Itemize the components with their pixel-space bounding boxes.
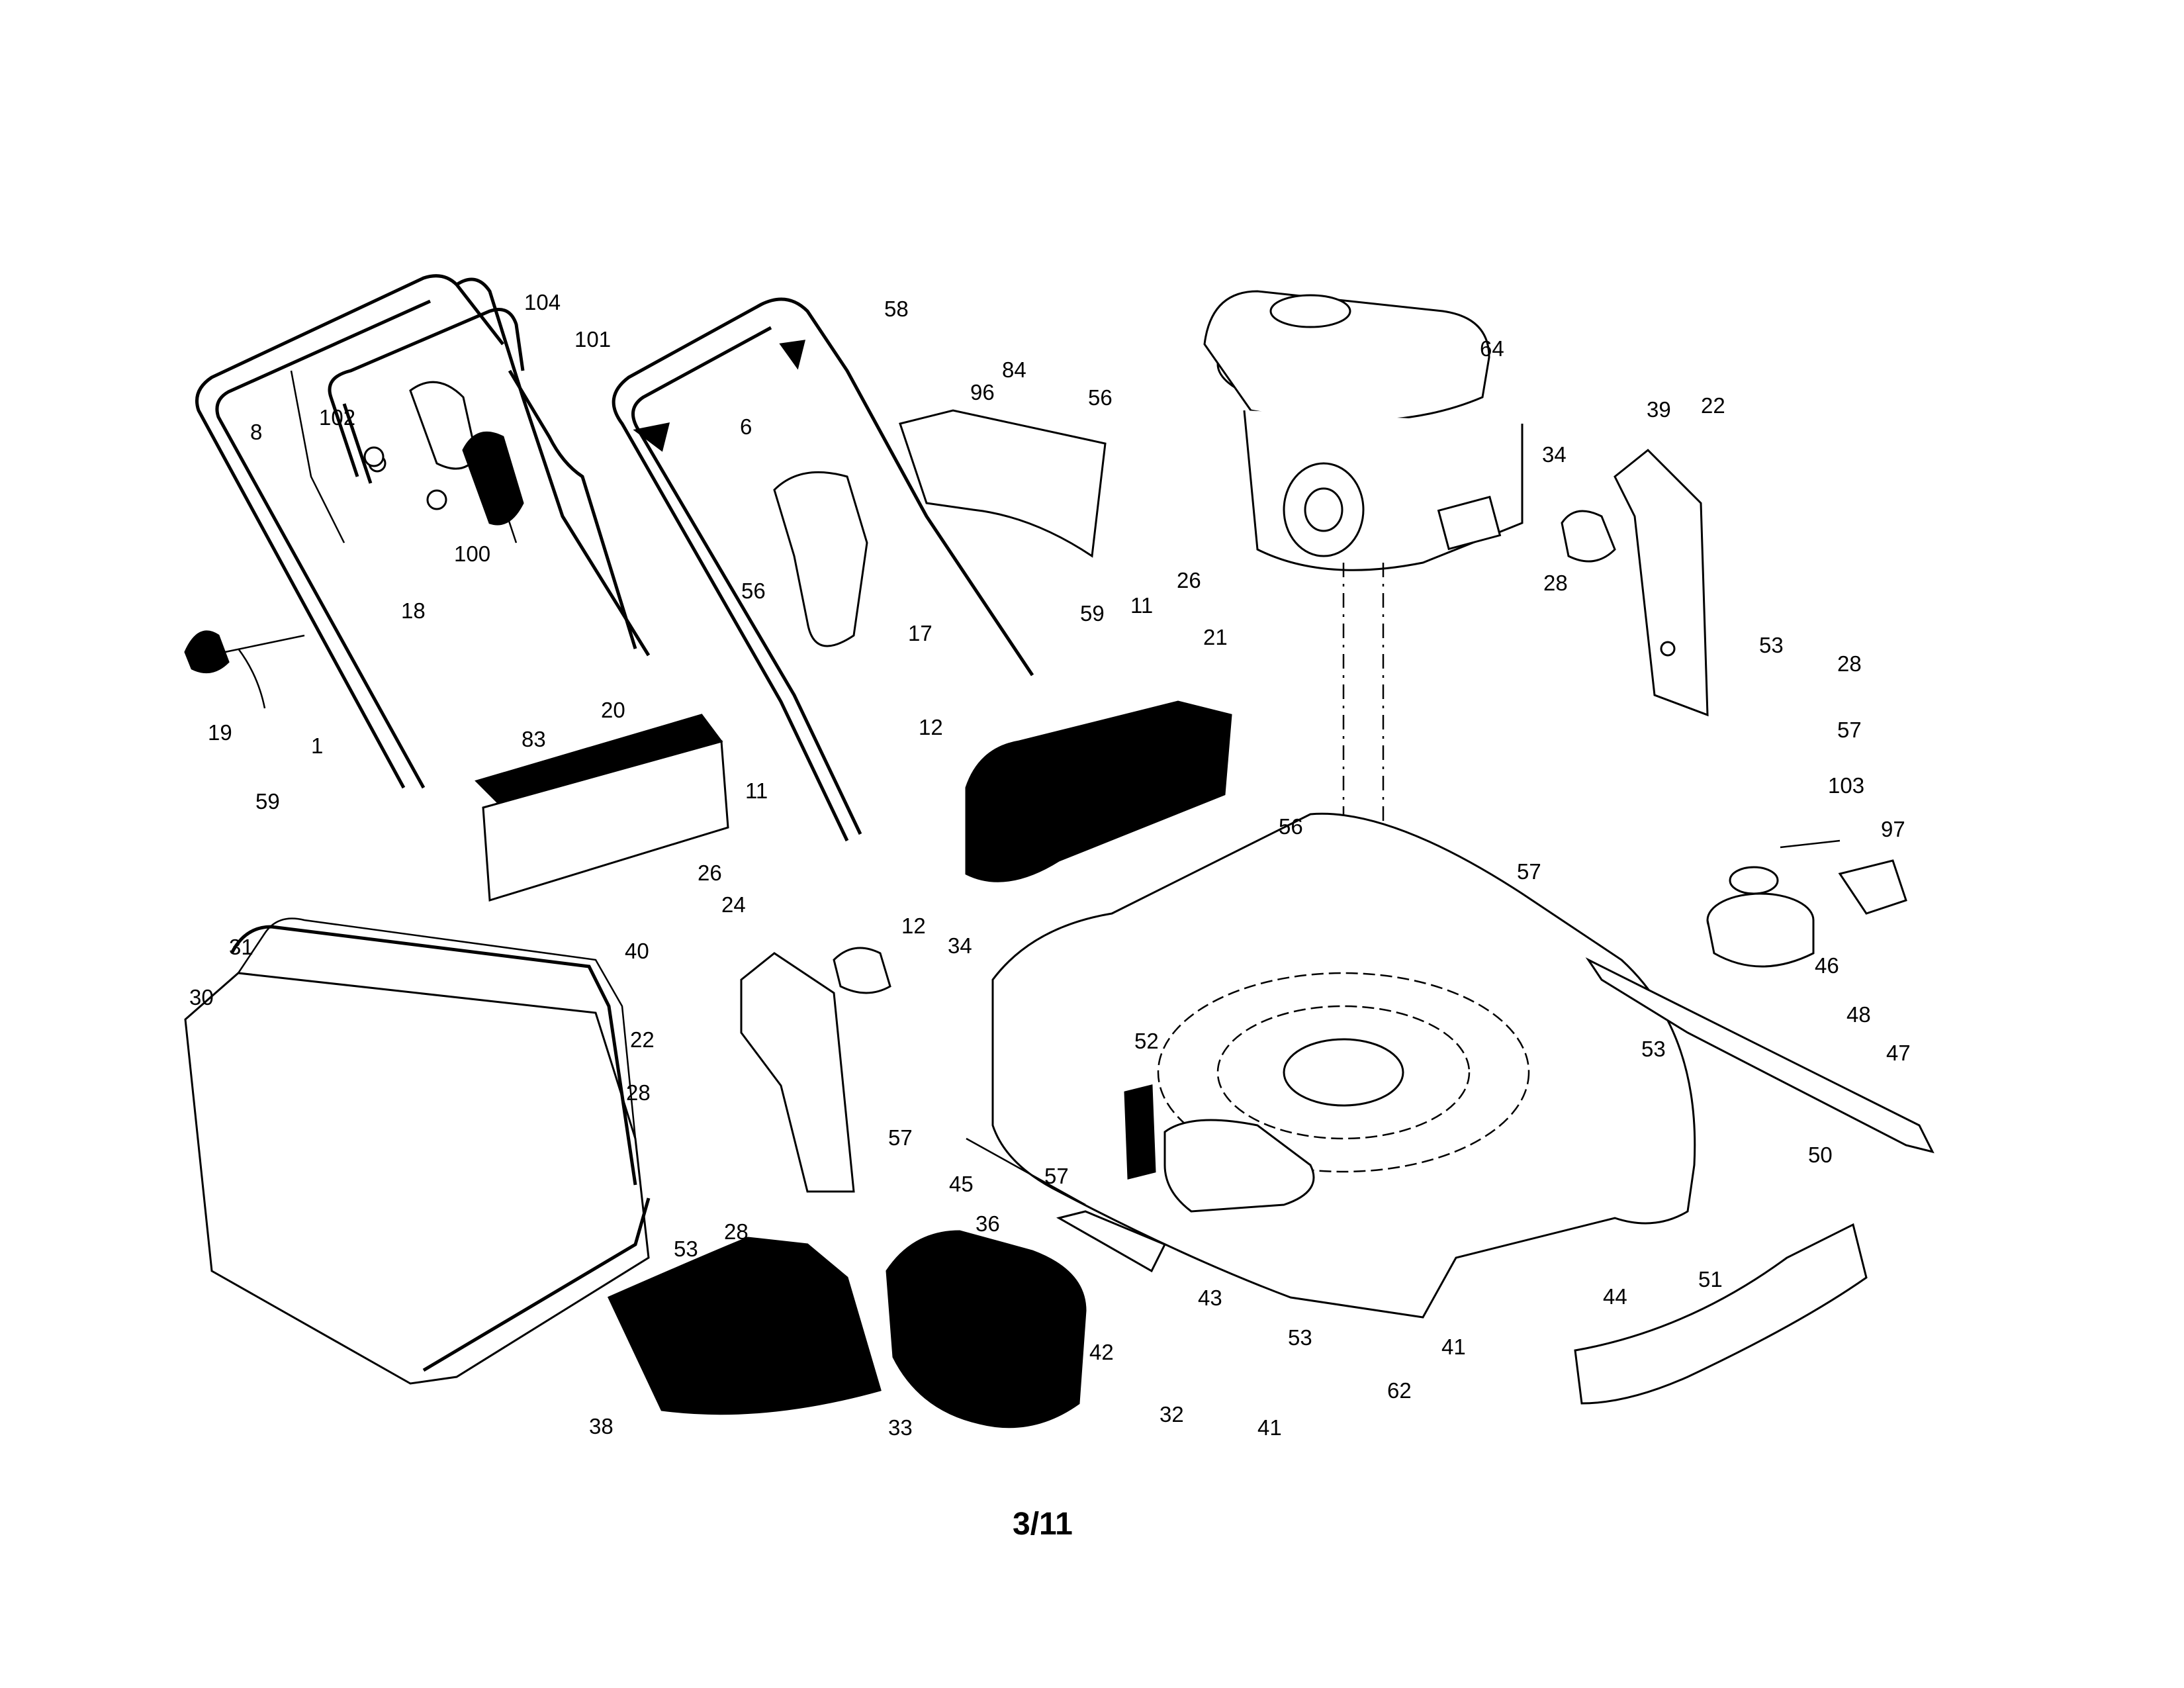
- callout-label: 22: [1701, 393, 1725, 418]
- callout-label: 38: [589, 1414, 614, 1438]
- callout-label: 24: [721, 892, 746, 917]
- callout-label: 8: [250, 420, 262, 444]
- callout-label: 52: [1134, 1029, 1159, 1053]
- baffle-51: [1574, 1223, 1868, 1405]
- callout-label: 64: [1480, 336, 1504, 361]
- callout-label: 47: [1886, 1041, 1911, 1065]
- callout-label: 28: [1543, 571, 1568, 595]
- callout-label: 56: [741, 579, 766, 603]
- rod-45: [966, 1137, 1086, 1206]
- callout-label: 36: [976, 1211, 1000, 1236]
- engine-64: [1203, 290, 1524, 571]
- callout-label: 12: [901, 914, 926, 938]
- grass-bag-30: [184, 917, 650, 1385]
- callout-label: 33: [888, 1415, 913, 1440]
- handle-knob-19: [184, 630, 305, 709]
- callout-label: 58: [884, 297, 909, 321]
- callout-label: 19: [208, 720, 232, 745]
- handle-knobs-6: [633, 340, 805, 452]
- callout-label: 42: [1089, 1340, 1114, 1364]
- callout-label: 96: [970, 380, 995, 404]
- bracket-39: [1614, 448, 1709, 717]
- callout-label: 31: [229, 935, 253, 959]
- blade-adapter-46: [1706, 866, 1815, 968]
- bracket-40: [740, 952, 855, 1193]
- callout-label: 43: [1198, 1286, 1222, 1310]
- callout-label: 30: [189, 985, 214, 1009]
- callout-label: 53: [1288, 1325, 1312, 1350]
- callout-label: 104: [524, 290, 561, 314]
- bag-frame-31: [230, 925, 651, 1372]
- callout-label: 20: [601, 698, 625, 722]
- throttle-control: [363, 381, 524, 543]
- chute-cover-17: [773, 409, 1107, 647]
- callout-label: 32: [1160, 1402, 1184, 1427]
- callout-label: 57: [1517, 859, 1541, 884]
- callout-label: 41: [1257, 1415, 1282, 1440]
- callout-label: 17: [908, 621, 933, 645]
- callout-label: 59: [1080, 601, 1105, 626]
- callout-label: 22: [630, 1027, 655, 1052]
- callout-label: 83: [522, 727, 546, 751]
- callout-label: 34: [948, 933, 972, 958]
- callout-label: 44: [1603, 1284, 1627, 1309]
- callout-label: 56: [1088, 385, 1113, 410]
- callout-label: 11: [745, 778, 768, 803]
- callout-label: 84: [1002, 357, 1026, 382]
- callout-label: 100: [454, 541, 490, 566]
- callout-label: 45: [949, 1172, 974, 1196]
- callout-label: 85: [560, 752, 584, 776]
- callout-label: 62: [1387, 1378, 1412, 1403]
- callout-label: 48: [1846, 1002, 1871, 1027]
- callout-label: 56: [1279, 814, 1303, 839]
- callout-label: 53: [674, 1237, 698, 1261]
- callout-label: 12: [919, 715, 943, 739]
- callout-label: 46: [1815, 953, 1839, 978]
- mulch-plug-38: [607, 1237, 882, 1415]
- callout-label: 40: [625, 939, 649, 963]
- knob-34-left: [833, 947, 891, 994]
- bracket-97: [1838, 859, 1907, 915]
- callout-label: 1: [311, 733, 323, 758]
- callout-label: 28: [1837, 651, 1862, 676]
- callout-label: 57: [1837, 718, 1862, 742]
- callout-label: 11: [1130, 593, 1153, 618]
- callout-label: 103: [1828, 773, 1864, 798]
- callout-label: 18: [401, 598, 426, 623]
- callout-label: 26: [698, 861, 722, 885]
- knob-34-right: [1561, 510, 1616, 563]
- callout-labels: 104 101 58 64 8 102 6 84 96 56 39 22 34 …: [189, 290, 1911, 1440]
- rear-flap-20: [475, 714, 729, 902]
- callout-label: 51: [1698, 1267, 1723, 1291]
- callout-label: 39: [1647, 397, 1671, 422]
- callout-label: 41: [1441, 1335, 1466, 1359]
- callout-label: 57: [1044, 1164, 1069, 1188]
- blade-47: [1585, 957, 1934, 1154]
- spring-103: [1780, 839, 1841, 849]
- callout-label: 6: [740, 414, 752, 439]
- callout-label: 21: [1203, 625, 1228, 649]
- callout-label: 34: [1542, 442, 1567, 467]
- callout-label: 50: [1808, 1143, 1833, 1167]
- callout-label: 101: [574, 327, 611, 352]
- callout-label: 9: [1197, 760, 1208, 784]
- rear-door-33: [886, 1230, 1087, 1429]
- callout-label: 28: [626, 1080, 651, 1105]
- callout-label: 57: [888, 1125, 913, 1150]
- mower-deck-44: [991, 812, 1696, 1319]
- page-number: 3/11: [1013, 1507, 1073, 1542]
- callout-label: 26: [1177, 568, 1201, 592]
- callout-label: 53: [1759, 633, 1784, 657]
- callout-label: 59: [255, 789, 280, 814]
- discharge-chute-9: [965, 700, 1232, 882]
- callout-label: 97: [1881, 817, 1905, 841]
- callout-label: 53: [1641, 1037, 1666, 1061]
- callout-label: 28: [724, 1219, 749, 1244]
- upper-handle: [195, 274, 651, 789]
- hinge-36: [1056, 1210, 1167, 1273]
- callout-label: 102: [319, 405, 355, 430]
